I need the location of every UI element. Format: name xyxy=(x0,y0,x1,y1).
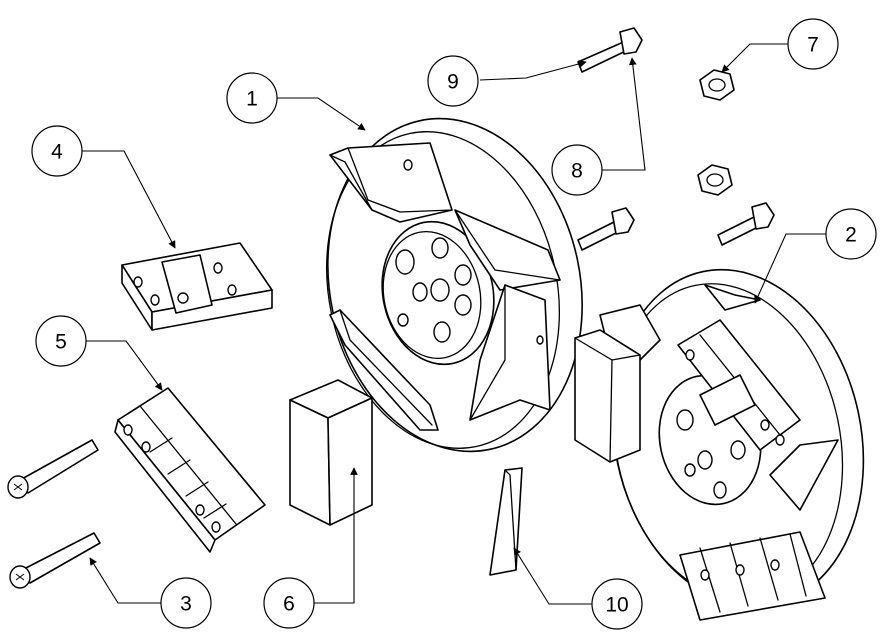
callout-3: 3 xyxy=(160,577,212,629)
callout-9-label: 9 xyxy=(447,71,459,94)
callout-10: 10 xyxy=(591,578,643,630)
callout-2: 2 xyxy=(825,208,877,260)
part-6-prism xyxy=(289,379,373,526)
callout-5-label: 5 xyxy=(55,331,67,354)
part-1-disc xyxy=(325,117,583,453)
spacer-block xyxy=(574,329,641,463)
callout-2-label: 2 xyxy=(845,224,857,247)
part-10-wedge xyxy=(489,467,523,576)
callout-7-label: 7 xyxy=(807,34,819,57)
part-2-disc xyxy=(599,268,865,621)
callout-8-label: 8 xyxy=(571,160,583,183)
part-7-nuts xyxy=(697,69,735,196)
callout-4-label: 4 xyxy=(51,141,63,164)
callout-6: 6 xyxy=(263,577,315,629)
part-5-block xyxy=(114,387,266,553)
callout-9: 9 xyxy=(427,55,479,107)
part-4-block xyxy=(121,242,273,331)
leader-lines xyxy=(80,43,828,605)
callout-4: 4 xyxy=(31,125,83,177)
callout-6-label: 6 xyxy=(283,593,295,616)
callout-3-label: 3 xyxy=(180,593,192,616)
callout-5: 5 xyxy=(35,315,87,367)
callout-10-label: 10 xyxy=(605,594,628,617)
part-3-bolts xyxy=(7,439,101,589)
callout-1-label: 1 xyxy=(246,88,258,111)
part-8-9-bolts xyxy=(577,27,775,251)
callout-7: 7 xyxy=(787,18,839,70)
callout-1: 1 xyxy=(226,72,278,124)
callout-8: 8 xyxy=(551,144,603,196)
